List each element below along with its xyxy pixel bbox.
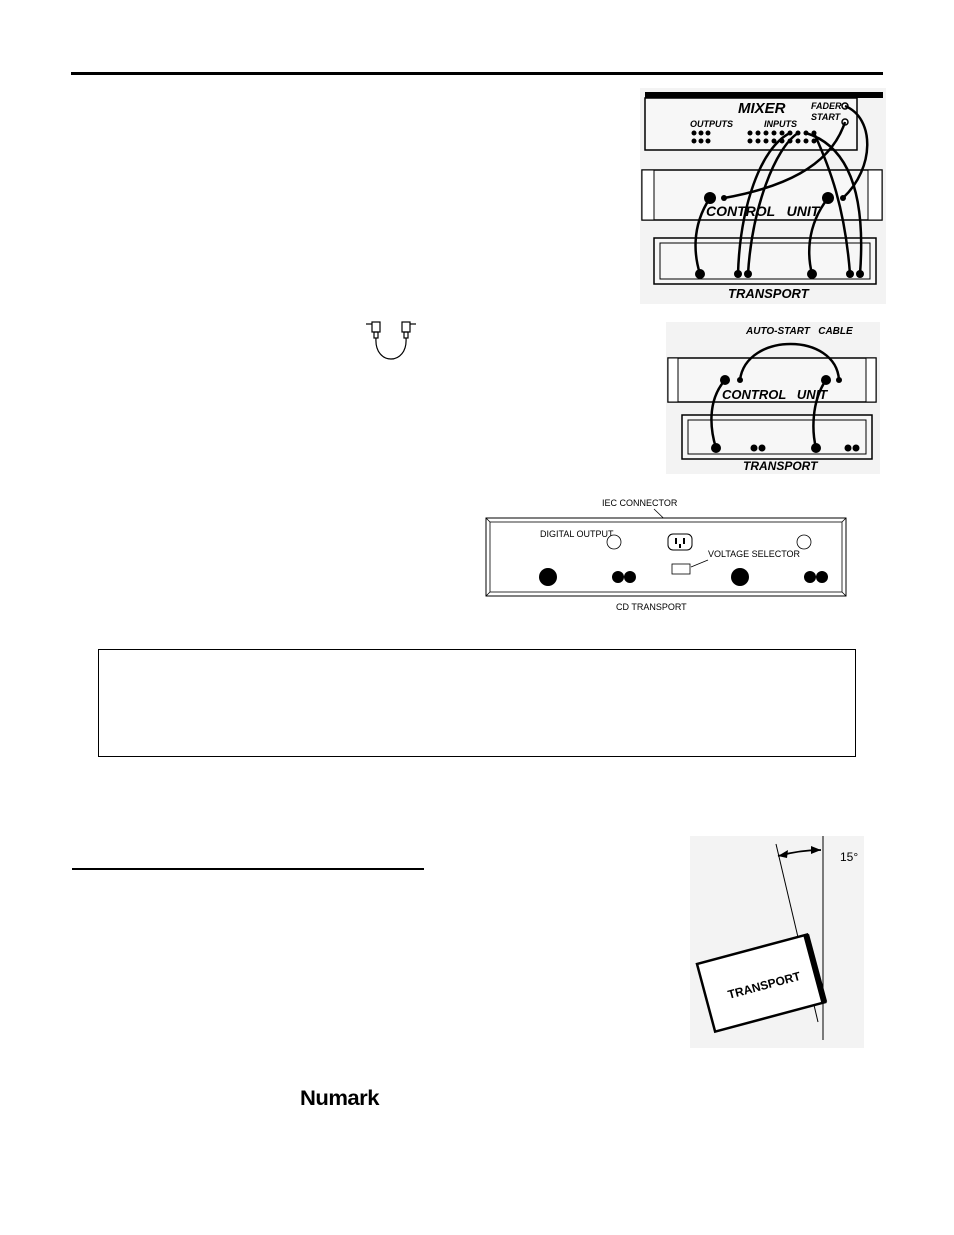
digital-output-label: DIGITAL OUTPUT [540,529,614,539]
cd-transport-caption: CD TRANSPORT [616,602,687,612]
control-unit-label-2: CONTROL UNIT [722,387,828,402]
section-heading-rule [72,868,424,870]
numark-logo: Numark [300,1087,379,1110]
control-unit-label: CONTROL UNIT [706,203,821,219]
outputs-label: OUTPUTS [690,119,733,129]
start-label: START [811,112,842,122]
auto-start-cable-icon [366,321,416,360]
inputs-label: INPUTS [764,119,797,129]
autostart-hookup-diagram: AUTO-START CABLE CONTROL UNIT TRANSPORT [666,322,880,474]
mixer-output-jacks [691,130,711,144]
voltage-selector-label: VOLTAGE SELECTOR [708,549,801,559]
rear-panel-diagram: IEC CONNECTOR DIGITAL OUTPUT VOLTAGE SEL… [485,498,847,612]
angle-label: 15° [840,850,858,864]
transport-label-2: TRANSPORT [743,459,819,473]
auto-start-cable-label: AUTO-START CABLE [745,326,853,337]
mixer-hookup-diagram: MIXER FADER START OUTPUTS INPUTS CONTROL… [640,88,886,304]
header-rule [71,72,883,75]
hookup-cables [694,104,869,275]
mixer-label: MIXER [738,100,786,117]
note-box [98,649,856,757]
fader-label: FADER [811,101,842,111]
iec-connector-label: IEC CONNECTOR [602,498,678,508]
tilt-angle-diagram: 15° TRANSPORT [690,836,864,1048]
transport-label: TRANSPORT [728,286,810,301]
